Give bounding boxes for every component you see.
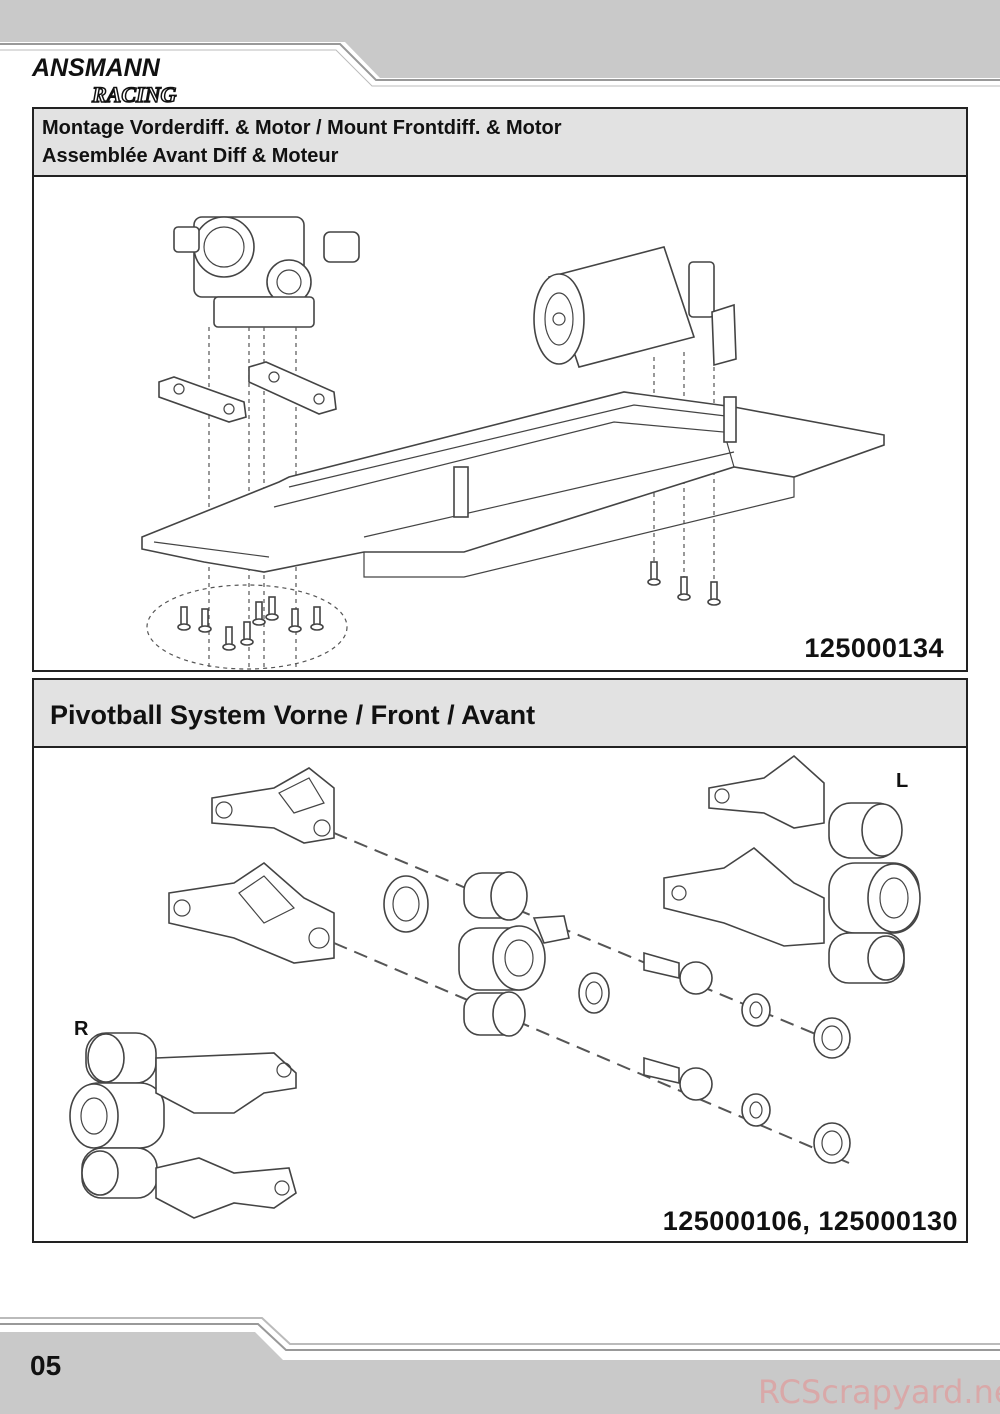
section-title-line2: Assemblée Avant Diff & Moteur <box>42 145 339 167</box>
front-bulkhead-right <box>248 361 337 415</box>
part-number: 125000134 <box>804 633 944 663</box>
nut-lower <box>741 1093 771 1127</box>
section-title: Pivotball System Vorne / Front / Avant <box>50 700 536 730</box>
page-number: 05 <box>30 1350 62 1381</box>
cap-lower <box>813 1122 851 1164</box>
front-bulkhead-left <box>158 376 247 423</box>
pivot-ball-lower <box>643 1056 713 1101</box>
bearing-small <box>578 972 610 1014</box>
screws-right <box>647 561 721 606</box>
bearing-large <box>383 875 429 933</box>
screws-left <box>177 596 324 651</box>
section-title-bar: Montage Vorderdiff. & Motor / Mount Fron… <box>34 109 966 177</box>
assembly-right <box>69 1032 297 1219</box>
watermark: RCScrapyard.net <box>758 1373 1000 1411</box>
chassis-plate <box>141 391 885 578</box>
motor <box>533 246 737 368</box>
assembly-left <box>663 754 921 984</box>
ansmann-racing-logo: ANSMANN RACING <box>30 52 215 108</box>
front-diff-housing <box>173 216 360 328</box>
pivot-ball-upper <box>643 951 713 995</box>
footer-band <box>0 1317 1000 1414</box>
label-left-side: L <box>896 770 909 792</box>
sub-brand-text: RACING <box>91 82 176 107</box>
steering-knuckle <box>458 871 570 1037</box>
diff-motor-diagram <box>141 216 885 670</box>
cap-upper <box>813 1017 851 1059</box>
label-right-side: R <box>74 1018 89 1040</box>
section-front-diff-motor: Montage Vorderdiff. & Motor / Mount Fron… <box>32 107 968 672</box>
section-pivotball-front: Pivotball System Vorne / Front / Avant <box>32 678 968 1243</box>
part-number: 125000106, 125000130 <box>662 1206 958 1236</box>
header-band <box>0 0 1000 87</box>
screw-group-circle <box>146 584 348 670</box>
section-title-bar: Pivotball System Vorne / Front / Avant <box>34 680 966 748</box>
lower-arm <box>168 861 335 964</box>
nut-upper <box>741 993 771 1027</box>
brand-text: ANSMANN <box>31 54 161 82</box>
pivotball-diagram <box>69 754 921 1219</box>
section-title-line1: Montage Vorderdiff. & Motor / Mount Fron… <box>42 117 562 139</box>
upper-arm <box>211 767 335 844</box>
